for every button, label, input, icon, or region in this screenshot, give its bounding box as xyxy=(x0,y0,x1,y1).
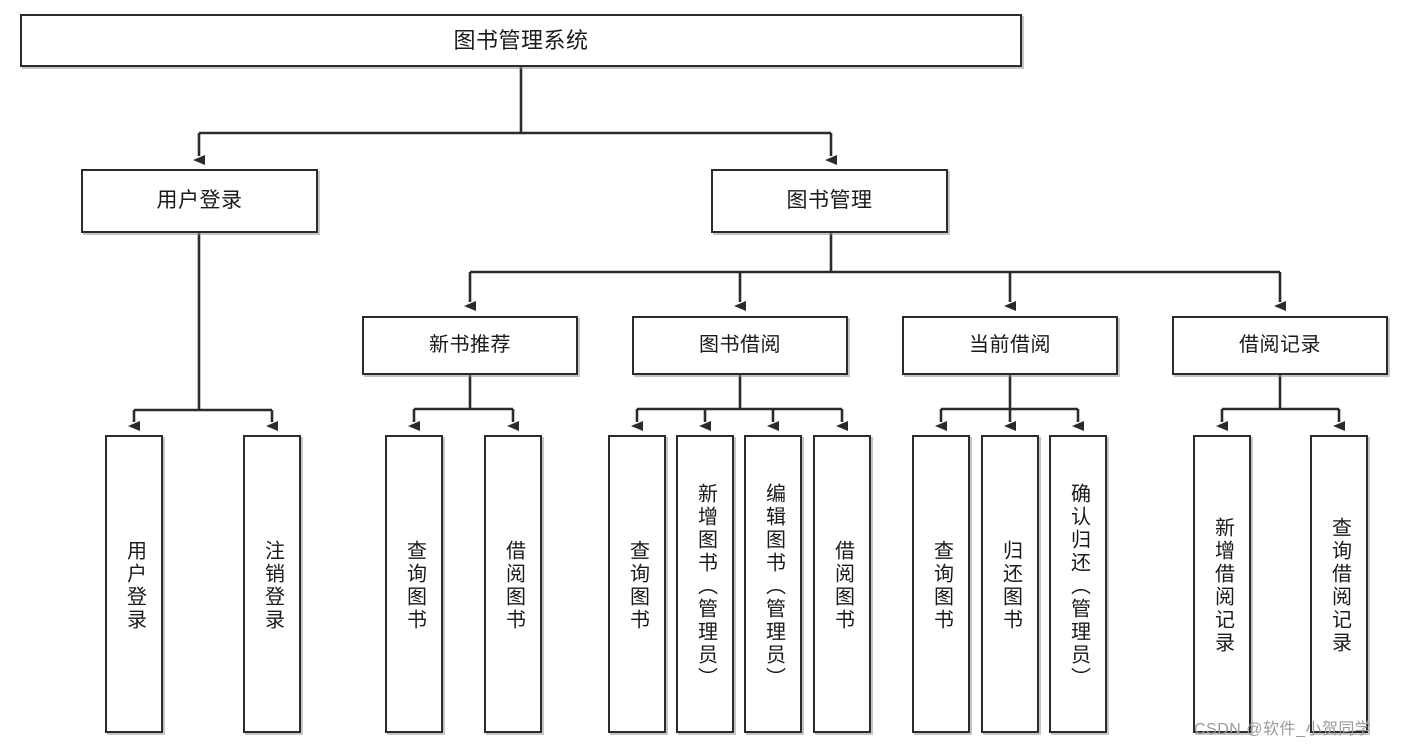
node-leaf-query-record-label: 查询借阅记录 xyxy=(1328,517,1351,655)
node-leaf-query-book-3[interactable]: 查询图书 xyxy=(912,435,970,733)
node-leaf-confirm-return[interactable]: 确认归还（管理员） xyxy=(1049,435,1107,733)
node-leaf-confirm-return-label: 确认归还（管理员） xyxy=(1067,482,1090,690)
node-root-label: 图书管理系统 xyxy=(453,27,589,53)
node-leaf-add-record-label: 新增借阅记录 xyxy=(1211,517,1234,655)
node-leaf-query-book-2-label: 查询图书 xyxy=(626,540,649,632)
node-new-book-recommend-label: 新书推荐 xyxy=(429,334,511,356)
node-leaf-user-login[interactable]: 用户登录 xyxy=(105,435,163,733)
node-borrow-record-label: 借阅记录 xyxy=(1239,334,1321,356)
node-leaf-add-book-label: 新增图书（管理员） xyxy=(694,482,717,690)
node-leaf-borrow-book-2-label: 借阅图书 xyxy=(831,540,854,632)
node-leaf-borrow-book-2[interactable]: 借阅图书 xyxy=(813,435,871,733)
node-leaf-add-record[interactable]: 新增借阅记录 xyxy=(1193,435,1251,733)
node-leaf-return-book[interactable]: 归还图书 xyxy=(981,435,1039,733)
node-leaf-logout-login[interactable]: 注销登录 xyxy=(243,435,301,733)
node-leaf-logout-login-label: 注销登录 xyxy=(261,540,284,632)
node-leaf-edit-book[interactable]: 编辑图书（管理员） xyxy=(744,435,802,733)
node-current-borrow-label: 当前借阅 xyxy=(969,334,1051,356)
node-leaf-query-book-2[interactable]: 查询图书 xyxy=(608,435,666,733)
node-leaf-query-record[interactable]: 查询借阅记录 xyxy=(1310,435,1368,733)
node-leaf-query-book-1-label: 查询图书 xyxy=(403,540,426,632)
node-user-login-label: 用户登录 xyxy=(156,188,243,212)
node-leaf-query-book-1[interactable]: 查询图书 xyxy=(385,435,443,733)
node-book-management[interactable]: 图书管理 xyxy=(711,169,948,233)
node-book-borrow-label: 图书借阅 xyxy=(699,334,781,356)
node-current-borrow[interactable]: 当前借阅 xyxy=(902,316,1118,375)
node-leaf-add-book[interactable]: 新增图书（管理员） xyxy=(676,435,734,733)
node-leaf-query-book-3-label: 查询图书 xyxy=(930,540,953,632)
node-user-login[interactable]: 用户登录 xyxy=(81,169,318,233)
node-borrow-record[interactable]: 借阅记录 xyxy=(1172,316,1388,375)
node-leaf-return-book-label: 归还图书 xyxy=(999,540,1022,632)
node-leaf-borrow-book-1-label: 借阅图书 xyxy=(502,540,525,632)
node-leaf-edit-book-label: 编辑图书（管理员） xyxy=(762,482,785,690)
node-new-book-recommend[interactable]: 新书推荐 xyxy=(362,316,578,375)
csdn-watermark: CSDN @软件_小贺同学 xyxy=(1194,721,1372,738)
node-book-borrow[interactable]: 图书借阅 xyxy=(632,316,848,375)
node-leaf-borrow-book-1[interactable]: 借阅图书 xyxy=(484,435,542,733)
node-leaf-user-login-label: 用户登录 xyxy=(123,540,146,632)
node-book-management-label: 图书管理 xyxy=(786,188,873,212)
node-root[interactable]: 图书管理系统 xyxy=(20,14,1022,67)
